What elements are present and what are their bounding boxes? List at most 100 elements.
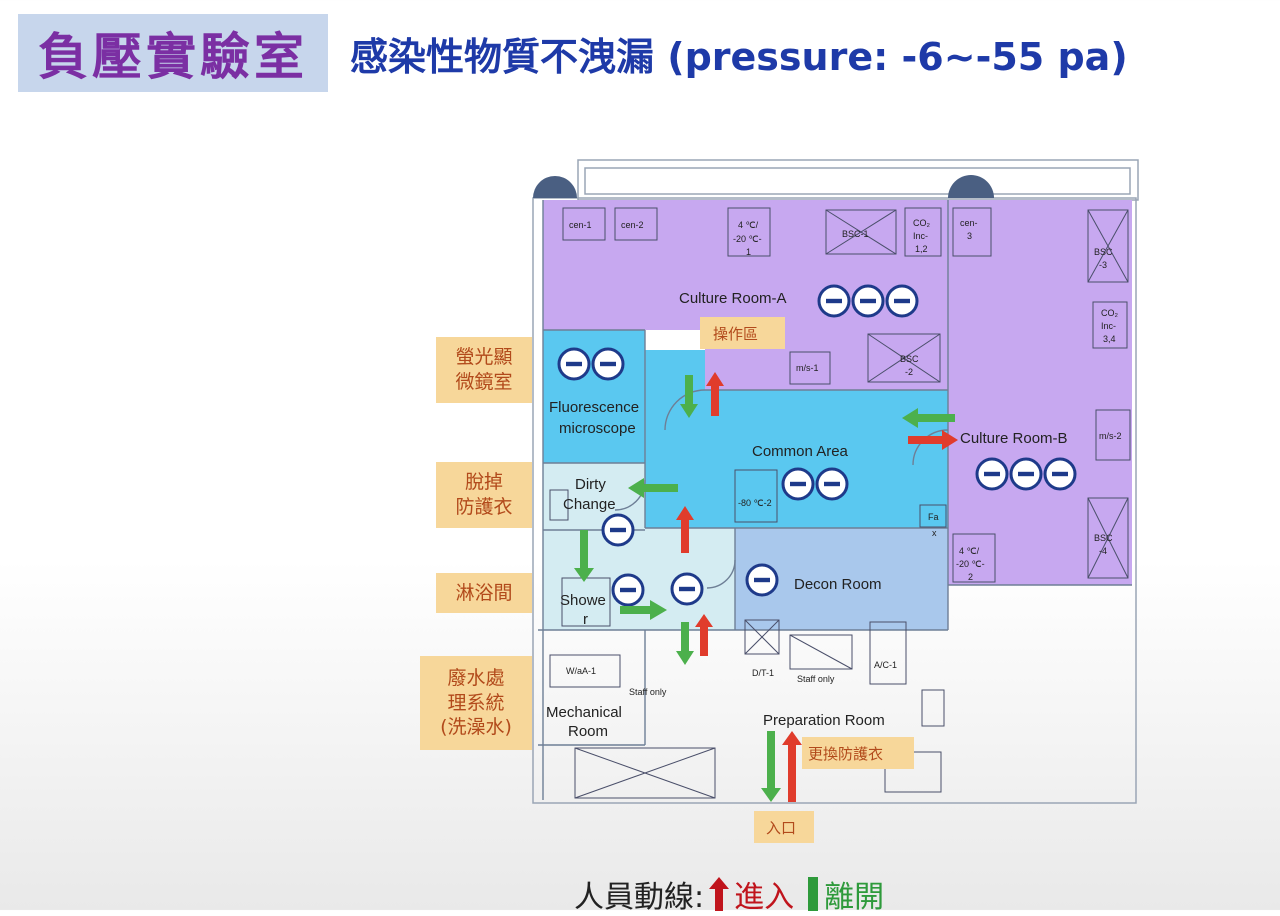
tag-operation-area-box xyxy=(700,317,785,349)
pressure-minus-icon xyxy=(591,347,625,381)
flow-arrows xyxy=(574,372,958,802)
equip-co2-1c: 1,2 xyxy=(915,244,928,254)
tag-change-ppe: 更換防護衣 xyxy=(808,745,883,763)
tag-entrance-box xyxy=(754,811,814,843)
equip-waa-1: W/aA-1 xyxy=(566,666,596,676)
page-subtitle: 感染性物質不洩漏 (pressure: -6~-55 pa) xyxy=(350,35,1128,79)
equip-co2-3c: 3,4 xyxy=(1103,334,1116,344)
leave-arrow-icon xyxy=(761,731,781,802)
equip-cen-3a: cen- xyxy=(960,218,978,228)
equip-ms-1: m/s-1 xyxy=(796,363,819,373)
equip-co2-1: CO₂ xyxy=(913,218,931,228)
equip-bsc-3b: -3 xyxy=(1099,260,1107,270)
leave-arrow-icon xyxy=(620,600,667,620)
flow-legend: 人員動線: 進入 離開 xyxy=(574,872,884,916)
pressure-minus-icon xyxy=(611,573,645,607)
equip-cen-1: cen-1 xyxy=(569,220,592,230)
equip-freezer-2: -80 ℃-2 xyxy=(738,498,772,508)
leave-arrow-icon xyxy=(676,622,694,665)
legend-leave: 離開 xyxy=(824,880,885,915)
pressure-minus-icon xyxy=(817,284,851,318)
leave-arrow-icon xyxy=(680,375,698,418)
tag-operation-area: 操作區 xyxy=(713,325,758,343)
legend-enter: 進入 xyxy=(734,880,795,915)
enter-arrow-icon xyxy=(695,614,713,656)
equip-co2-1b: Inc- xyxy=(913,231,928,241)
culture-room-a xyxy=(543,200,948,390)
equip-ms-2: m/s-2 xyxy=(1099,431,1122,441)
pressure-minus-icon xyxy=(781,467,815,501)
equip-bsc-2a: BSC xyxy=(900,354,919,364)
walls xyxy=(538,200,1132,800)
label-preparation-room: Preparation Room xyxy=(763,712,885,729)
enter-arrow-icon xyxy=(676,506,694,553)
pressure-minus-icon xyxy=(1009,457,1043,491)
equip-cen-2: cen-2 xyxy=(621,220,644,230)
pressure-minus-icon xyxy=(975,457,1009,491)
pressure-minus-icon xyxy=(815,467,849,501)
equip-bsc-4a: BSC xyxy=(1094,533,1113,543)
equip-fridge1-a: 4 ℃/ xyxy=(738,220,759,230)
equip-cen-3b: 3 xyxy=(967,231,972,241)
equip-bsc-1: BSC-1 xyxy=(842,229,869,239)
label-common-area: Common Area xyxy=(752,443,849,460)
equip-fridge1-b: -20 ℃- xyxy=(733,234,762,244)
leave-arrow-icon xyxy=(628,478,678,498)
pressure-minus-icon xyxy=(601,513,635,547)
equip-co2-3b: Inc- xyxy=(1101,321,1116,331)
label-fluorescence-room: 螢光顯 微鏡室 xyxy=(436,337,532,403)
page-title: 負壓實驗室 xyxy=(38,28,308,86)
label-mechanical-line1: Mechanical xyxy=(546,704,622,721)
leave-arrow-icon xyxy=(574,530,594,582)
label-dirty-change-line1: Dirty xyxy=(575,476,606,493)
equip-dt-1: D/T-1 xyxy=(752,668,774,678)
leave-arrow-icon xyxy=(902,408,955,428)
equipment-outlines xyxy=(549,207,1131,799)
label-wastewater: 廢水處 理系統 (洗澡水) xyxy=(420,656,532,750)
pressure-minus-icon xyxy=(851,284,885,318)
label-shower: 淋浴間 xyxy=(436,573,532,613)
equip-bsc-3a: BSC xyxy=(1094,247,1113,257)
equip-staff-only-2: Staff only xyxy=(797,674,835,684)
equip-ac-1: A/C-1 xyxy=(874,660,897,670)
equip-co2-3: CO₂ xyxy=(1101,308,1119,318)
dome-right xyxy=(948,175,994,198)
equip-fridge2-b: -20 ℃- xyxy=(956,559,985,569)
legend-enter-arrow-icon xyxy=(709,877,730,911)
enter-arrow-icon xyxy=(908,430,958,450)
legend-prefix: 人員動線: xyxy=(574,880,705,915)
equip-fridge1-c: 1 xyxy=(746,247,751,257)
tag-change-ppe-box xyxy=(802,737,914,769)
label-dirty-change: 脫掉 防護衣 xyxy=(436,462,532,528)
enter-arrow-icon xyxy=(782,731,802,802)
common-area xyxy=(645,350,948,528)
equip-fridge2-c: 2 xyxy=(968,572,973,582)
equip-bsc-4b: -4 xyxy=(1099,546,1107,556)
pressure-minus-icon xyxy=(557,347,591,381)
label-shower-line2: r xyxy=(583,611,588,628)
fluorescence-room xyxy=(543,330,645,463)
equip-fax-a: Fa xyxy=(928,512,939,522)
enter-arrow-icon xyxy=(706,372,724,416)
label-mechanical-line2: Room xyxy=(568,723,608,740)
culture-room-b xyxy=(948,200,1132,585)
equip-fax-b: x xyxy=(932,528,937,538)
pressure-minus-icon xyxy=(745,563,779,597)
label-dirty-change-line2: Change xyxy=(563,496,616,513)
title-box: 負壓實驗室 xyxy=(18,14,328,92)
equip-staff-only-1: Staff only xyxy=(629,687,667,697)
tag-entrance: 入口 xyxy=(766,819,796,837)
label-shower-line1: Showe xyxy=(560,592,606,609)
equip-bsc-2b: -2 xyxy=(905,367,913,377)
pressure-minus-icon xyxy=(1043,457,1077,491)
dome-left xyxy=(533,176,577,198)
label-fluorescence-line1: Fluorescence xyxy=(549,399,639,416)
label-fluorescence-line2: microscope xyxy=(559,420,636,437)
label-culture-room-b: Culture Room-B xyxy=(960,430,1068,447)
pressure-minus-icon xyxy=(885,284,919,318)
legend-leave-bar-icon xyxy=(808,877,819,911)
equip-fridge2-a: 4 ℃/ xyxy=(959,546,980,556)
label-culture-room-a: Culture Room-A xyxy=(679,290,787,307)
pressure-minus-icon xyxy=(670,572,704,606)
